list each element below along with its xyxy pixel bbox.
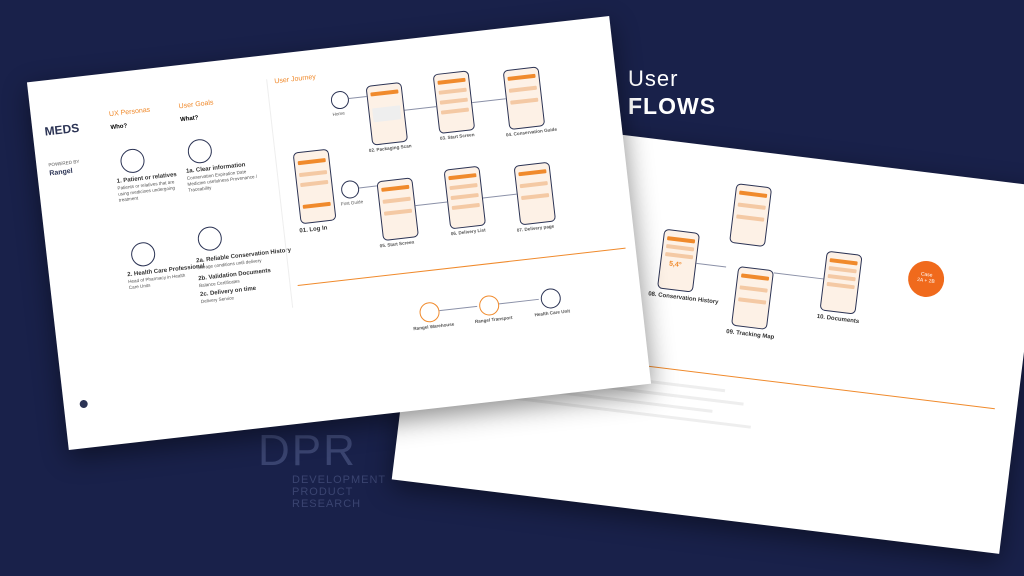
dpr-line: PRODUCT [292, 486, 354, 498]
screen-label: 09. Tracking Map [725, 329, 775, 341]
partner-logo: Rangel [49, 167, 74, 178]
journey-label: 05. Start Screen [379, 239, 415, 249]
meds-logo: MEDS [43, 120, 80, 139]
step-label: Rangel Transport [474, 314, 513, 325]
step-label: Rangel Warehouse [413, 321, 455, 332]
step-label: Health Care Unit [534, 308, 571, 318]
warehouse-icon [418, 301, 441, 324]
screen-tracking-a [729, 183, 773, 248]
screen-start-a [432, 70, 476, 134]
dpr-title: DPR [258, 426, 357, 475]
guide-icon [340, 179, 361, 200]
headline-line2: FLOWS [628, 93, 717, 119]
screen-conservation-guide [502, 66, 546, 131]
screen-label: 10. Documents [816, 313, 860, 326]
headline: User FLOWS [628, 66, 716, 120]
journey-label: 03. Start Screen [439, 132, 475, 141]
section-journey: User Journey [274, 73, 317, 86]
what-label: What? [179, 115, 199, 124]
building-icon [539, 287, 562, 310]
section-personas: UX Personas [108, 106, 151, 119]
journey-label: 07. Delivery page [516, 223, 555, 233]
who-label: Who? [110, 123, 128, 132]
doctor-icon [129, 241, 157, 268]
screen-start-b [376, 177, 419, 242]
screen-login [292, 148, 337, 225]
user-icon [119, 147, 146, 175]
dpr-mark: DPR DEVELOPMENT PRODUCT RESEARCH [258, 426, 387, 511]
journey-label: Home [332, 110, 346, 117]
journey-label: 01. Log In [299, 225, 328, 235]
screen-label: 08. Conservation History [647, 291, 719, 306]
screen-packaging-scan [365, 81, 409, 146]
footer-dot [79, 399, 89, 409]
journey-label: 06. Delivery List [450, 227, 486, 237]
screen-tracking-b [731, 265, 775, 330]
headline-line1: User [628, 66, 679, 91]
dpr-line: DEVELOPMENT [292, 474, 387, 486]
screen-delivery-list [443, 165, 487, 230]
front-board: MEDS POWERED BY Rangel UX Personas User … [26, 16, 652, 450]
case-badge: Case 2A + 2B [906, 258, 947, 300]
truck-icon [478, 294, 501, 317]
screen-documents [819, 250, 863, 315]
powered-by: POWERED BY [48, 158, 80, 168]
info-icon [186, 137, 214, 165]
info-icon [196, 225, 224, 252]
temperature-readout: 5,4° [668, 260, 682, 270]
section-goals: User Goals [178, 99, 214, 111]
dpr-line: RESEARCH [292, 498, 362, 510]
screen-delivery-page [513, 161, 557, 226]
journey-label: First Guide [340, 199, 364, 207]
screen-conservation-history: 5,4° [657, 228, 701, 293]
home-icon [329, 90, 350, 110]
